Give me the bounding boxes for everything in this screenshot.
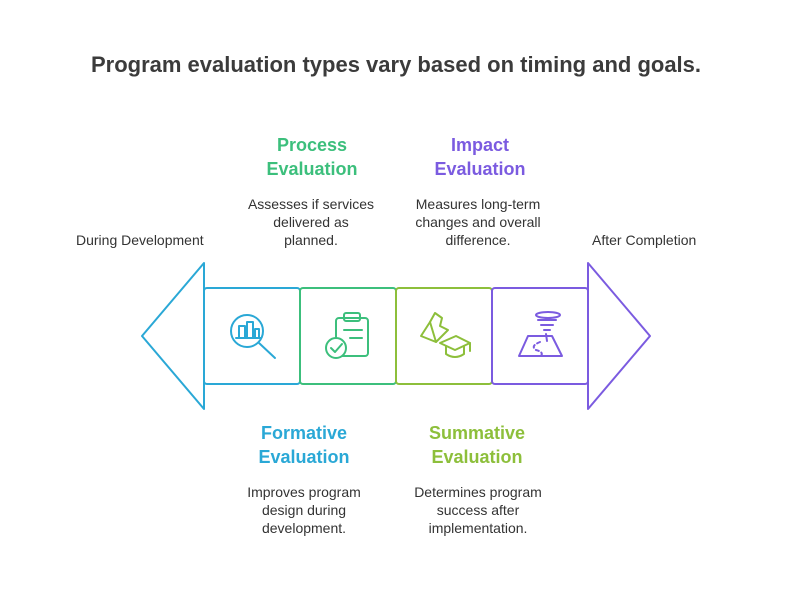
magnifier-chart-icon [230,314,276,359]
tornado-map-icon [518,311,563,357]
timeline-end-label: After Completion [592,232,697,248]
diagram-title: Program evaluation types vary based on t… [90,52,702,77]
graduation-cap-icon [420,312,471,358]
process-evaluation-heading: Process Evaluation [266,135,358,179]
left-arrow-head [141,262,205,410]
impact-evaluation-heading: Impact Evaluation [434,135,526,179]
process-evaluation-description: Assesses if services delivered as planne… [247,196,375,248]
timeline-start-label: During Development [76,232,204,248]
summative-evaluation-heading: Summative Evaluation [428,423,526,467]
formative-evaluation-description: Improves program design during developme… [247,484,361,536]
formative-evaluation-heading: Formative Evaluation [258,423,350,467]
process-stage-box [299,287,397,385]
summative-stage-box [395,287,493,385]
impact-evaluation-description: Measures long-term changes and overall d… [415,196,541,248]
clipboard-check-icon [325,312,369,359]
summative-evaluation-description: Determines program success after impleme… [414,484,542,536]
right-arrow-head [587,262,651,410]
